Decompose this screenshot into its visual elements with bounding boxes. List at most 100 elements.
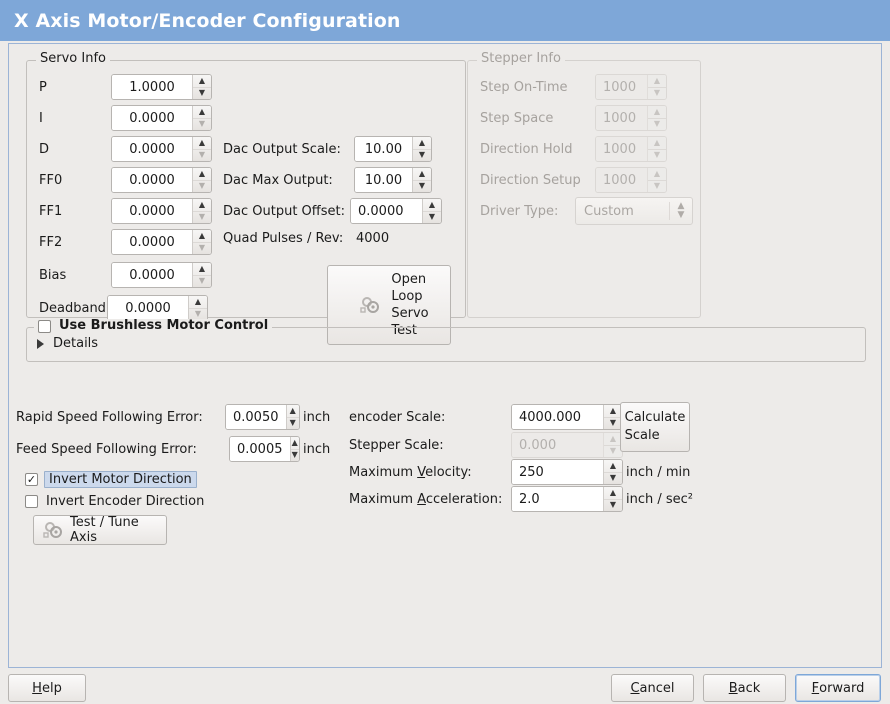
details-expander[interactable]: Details (37, 336, 98, 351)
checkbox-box[interactable]: ✓ (25, 473, 38, 486)
spinner-up-icon[interactable]: ▲ (198, 199, 206, 209)
spinner-up-icon[interactable]: ▲ (291, 437, 298, 447)
spinner-buttons[interactable]: ▲ ▼ (188, 296, 207, 320)
spinner-down-icon[interactable]: ▼ (193, 274, 211, 288)
checkbox-box[interactable] (38, 319, 51, 333)
chevron-right-icon[interactable] (37, 338, 44, 349)
spinner-buttons[interactable]: ▲ ▼ (422, 199, 441, 223)
servo-field-spin-i[interactable]: 0.0000 ▲ ▼ (111, 105, 212, 131)
dac-max-output-value[interactable]: 10.00 (355, 168, 412, 192)
spinner-down-icon[interactable]: ▼ (193, 241, 211, 255)
maximum-velocity-spin[interactable]: 250 ▲ ▼ (511, 459, 623, 485)
spinner-down-icon[interactable]: ▼ (286, 416, 299, 430)
use-brushless-motor-control-checkbox[interactable]: Use Brushless Motor Control (38, 319, 268, 333)
invert-motor-direction-checkbox[interactable]: ✓ Invert Motor Direction (25, 471, 197, 488)
spinner-down-icon[interactable]: ▼ (413, 148, 431, 162)
servo-field-value-ff0[interactable]: 0.0000 (112, 168, 192, 192)
spinner-up-icon[interactable]: ▲ (609, 405, 617, 415)
calculate-scale-button[interactable]: Calculate Scale (620, 402, 690, 452)
spinner-down-icon[interactable]: ▼ (604, 416, 622, 430)
spinner-up-icon[interactable]: ▲ (198, 263, 206, 273)
spinner-down-icon[interactable]: ▼ (604, 471, 622, 485)
servo-field-value-bias[interactable]: 0.0000 (112, 263, 192, 287)
spinner-down-icon[interactable]: ▼ (423, 210, 441, 224)
servo-field-spin-d[interactable]: 0.0000 ▲ ▼ (111, 136, 212, 162)
spinner-buttons[interactable]: ▲ ▼ (603, 487, 622, 511)
spinner-buttons[interactable]: ▲ ▼ (192, 199, 211, 223)
spinner-up-icon[interactable]: ▲ (418, 137, 426, 147)
servo-field-value-ff2[interactable]: 0.0000 (112, 230, 192, 254)
spinner-up-icon: ▲ (653, 137, 661, 147)
test-tune-axis-button[interactable]: Test / Tune Axis (33, 515, 167, 545)
spinner-up-icon[interactable]: ▲ (198, 75, 206, 85)
spinner-up-icon[interactable]: ▲ (609, 487, 617, 497)
spinner-down-icon[interactable]: ▼ (193, 117, 211, 131)
servo-field-value-ff1[interactable]: 0.0000 (112, 199, 192, 223)
spinner-up-icon[interactable]: ▲ (609, 460, 617, 470)
spinner-buttons[interactable]: ▲ ▼ (192, 263, 211, 287)
max-velocity-label-pre: Maximum (349, 464, 418, 480)
dac-max-output-spin[interactable]: 10.00 ▲ ▼ (354, 167, 432, 193)
servo-field-value-p[interactable]: 1.0000 (112, 75, 192, 99)
spinner-buttons[interactable]: ▲ ▼ (289, 437, 299, 461)
stepper-scale-label: Stepper Scale: (349, 437, 444, 453)
spinner-buttons[interactable]: ▲ ▼ (192, 168, 211, 192)
rapid-following-error-value[interactable]: 0.0050 (226, 405, 286, 429)
rapid-following-error-spin[interactable]: 0.0050 ▲ ▼ (225, 404, 300, 430)
servo-field-value-d[interactable]: 0.0000 (112, 137, 192, 161)
spinner-buttons[interactable]: ▲ ▼ (192, 106, 211, 130)
servo-field-spin-p[interactable]: 1.0000 ▲ ▼ (111, 74, 212, 100)
servo-field-spin-bias[interactable]: 0.0000 ▲ ▼ (111, 262, 212, 288)
feed-following-error-spin[interactable]: 0.0005 ▲ ▼ (229, 436, 300, 462)
feed-following-error-value[interactable]: 0.0005 (230, 437, 290, 461)
spinner-buttons[interactable]: ▲ ▼ (603, 405, 622, 429)
spinner-buttons[interactable]: ▲ ▼ (192, 230, 211, 254)
servo-field-spin-deadband[interactable]: 0.0000 ▲ ▼ (107, 295, 208, 321)
spinner-up-icon[interactable]: ▲ (289, 405, 296, 415)
spinner-down-icon[interactable]: ▼ (189, 307, 207, 321)
encoder-scale-value[interactable]: 4000.000 (512, 405, 603, 429)
spinner-up-icon[interactable]: ▲ (198, 230, 206, 240)
spinner-down-icon[interactable]: ▼ (604, 498, 622, 512)
spinner-buttons[interactable]: ▲ ▼ (412, 168, 431, 192)
stepper-field-label-direction-setup: Direction Setup (480, 172, 581, 188)
spinner-down-icon[interactable]: ▼ (193, 86, 211, 100)
encoder-scale-spin[interactable]: 4000.000 ▲ ▼ (511, 404, 623, 430)
open-loop-line-1: Open (391, 272, 427, 287)
maximum-acceleration-spin[interactable]: 2.0 ▲ ▼ (511, 486, 623, 512)
dac-output-offset-value[interactable]: 0.0000 (351, 199, 422, 223)
servo-field-spin-ff0[interactable]: 0.0000 ▲ ▼ (111, 167, 212, 193)
spinner-down-icon[interactable]: ▼ (413, 179, 431, 193)
open-loop-servo-test-button[interactable]: Open Loop Servo Test (327, 265, 451, 345)
spinner-up-icon[interactable]: ▲ (198, 137, 206, 147)
maximum-acceleration-value[interactable]: 2.0 (512, 487, 603, 511)
spinner-buttons[interactable]: ▲ ▼ (603, 460, 622, 484)
servo-field-value-i[interactable]: 0.0000 (112, 106, 192, 130)
spinner-up-icon[interactable]: ▲ (194, 296, 202, 306)
invert-encoder-direction-checkbox[interactable]: Invert Encoder Direction (25, 494, 204, 509)
dac-output-scale-value[interactable]: 10.00 (355, 137, 412, 161)
spinner-buttons[interactable]: ▲ ▼ (192, 137, 211, 161)
spinner-up-icon[interactable]: ▲ (418, 168, 426, 178)
spinner-up-icon[interactable]: ▲ (198, 106, 206, 116)
spinner-down-icon[interactable]: ▼ (193, 179, 211, 193)
maximum-velocity-value[interactable]: 250 (512, 460, 603, 484)
spinner-down-icon[interactable]: ▼ (193, 148, 211, 162)
servo-field-value-deadband[interactable]: 0.0000 (108, 296, 188, 320)
checkbox-box[interactable] (25, 495, 38, 508)
spinner-up-icon[interactable]: ▲ (428, 199, 436, 209)
spinner-up-icon[interactable]: ▲ (198, 168, 206, 178)
dac-output-scale-spin[interactable]: 10.00 ▲ ▼ (354, 136, 432, 162)
dac-output-offset-spin[interactable]: 0.0000 ▲ ▼ (350, 198, 442, 224)
servo-field-spin-ff2[interactable]: 0.0000 ▲ ▼ (111, 229, 212, 255)
spinner-down-icon[interactable]: ▼ (290, 448, 299, 460)
spinner-down-icon[interactable]: ▼ (193, 210, 211, 224)
servo-field-spin-ff1[interactable]: 0.0000 ▲ ▼ (111, 198, 212, 224)
spinner-buttons[interactable]: ▲ ▼ (285, 405, 299, 430)
spinner-buttons[interactable]: ▲ ▼ (192, 75, 211, 99)
spinner-buttons[interactable]: ▲ ▼ (412, 137, 431, 161)
